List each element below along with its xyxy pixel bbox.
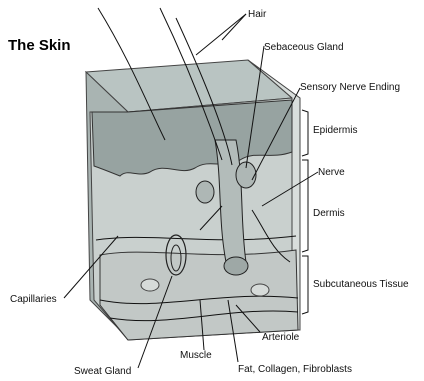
hair-bulb xyxy=(224,257,248,275)
label-dermis: Dermis xyxy=(313,208,345,219)
fat-cell xyxy=(251,284,269,296)
diagram-title: The Skin xyxy=(8,37,71,54)
fat-cell xyxy=(141,279,159,291)
sebaceous-gland-shape xyxy=(196,181,214,203)
label-hair: Hair xyxy=(248,9,267,20)
skin-block xyxy=(86,60,300,340)
label-muscle: Muscle xyxy=(180,350,212,361)
label-epidermis: Epidermis xyxy=(313,125,357,136)
label-fat-collagen-fibroblasts: Fat, Collagen, Fibroblasts xyxy=(238,364,352,375)
label-capillaries: Capillaries xyxy=(10,294,57,305)
label-subcutaneous-tissue: Subcutaneous Tissue xyxy=(313,279,409,290)
label-arteriole: Arteriole xyxy=(262,332,300,343)
subcutaneous-layer xyxy=(100,250,298,340)
label-nerve: Nerve xyxy=(318,167,345,178)
label-sensory-nerve-ending: Sensory Nerve Ending xyxy=(300,82,400,93)
label-sebaceous-gland: Sebaceous Gland xyxy=(264,42,344,53)
label-sweat-gland: Sweat Gland xyxy=(74,366,131,377)
